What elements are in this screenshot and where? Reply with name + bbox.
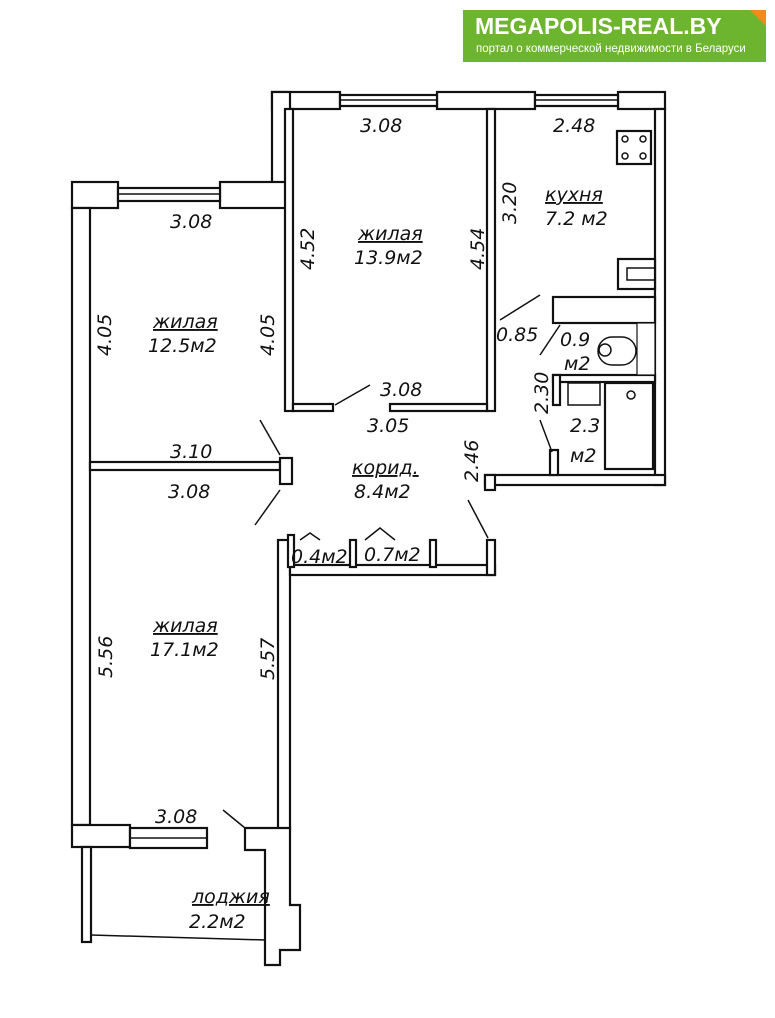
dim: 3.08 <box>380 379 422 401</box>
dim: 4.05 <box>257 314 279 356</box>
room2-name: жилая <box>357 223 423 245</box>
dim: 3.10 <box>170 441 212 463</box>
site-logo[interactable]: MEGAPOLIS-REAL.BY портал о коммерческой … <box>463 10 766 62</box>
room3-area: 17.1м2 <box>150 639 219 661</box>
dim: 2.48 <box>553 115 595 137</box>
corridor-area: 8.4м2 <box>354 481 411 503</box>
dim: 4.54 <box>467 228 489 270</box>
closet2-area: 0.7м2 <box>364 544 421 566</box>
kitchen-name: кухня <box>545 184 603 206</box>
dim: 0.85 <box>496 324 538 346</box>
dim: 3.08 <box>155 806 197 828</box>
bath-area: 2.3 <box>570 415 600 437</box>
closet1-area: 0.4м2 <box>291 546 348 568</box>
fixtures <box>222 129 657 829</box>
wc-unit: м2 <box>564 353 590 375</box>
loggia-name: лоджия <box>191 886 270 908</box>
wc-area: 0.9 <box>560 329 590 351</box>
door-swings <box>222 294 561 829</box>
washbasin-icon <box>567 382 601 406</box>
dim: 5.57 <box>257 638 279 680</box>
window <box>533 93 620 108</box>
dim: 2.30 <box>531 372 553 414</box>
bathtub-icon <box>603 381 655 471</box>
window <box>128 826 209 850</box>
dim: 3.20 <box>499 182 521 224</box>
dim: 2.46 <box>461 440 483 482</box>
dim: 5.56 <box>95 636 117 678</box>
kitchen-area: 7.2 м2 <box>545 208 608 230</box>
walls <box>70 90 667 967</box>
bath-unit: м2 <box>570 445 596 467</box>
dim: 4.05 <box>94 314 116 356</box>
logo-title: MEGAPOLIS-REAL.BY <box>475 13 722 39</box>
dimension-labels: 3.08 2.48 3.08 4.52 4.54 3.20 4.05 4.05 … <box>94 115 595 828</box>
loggia-area: 2.2м2 <box>189 911 246 933</box>
corridor-name: корид. <box>352 457 419 479</box>
dim: 3.05 <box>367 415 409 437</box>
toilet-icon <box>597 336 637 366</box>
room-labels: жилая 12.5м2 жилая 13.9м2 кухня 7.2 м2 0… <box>148 184 608 933</box>
dim: 3.08 <box>168 481 210 503</box>
window <box>116 186 222 203</box>
room1-name: жилая <box>152 311 218 333</box>
room3-name: жилая <box>152 615 218 637</box>
stove-icon <box>615 129 653 166</box>
logo-corner <box>750 10 766 26</box>
dim: 4.52 <box>297 228 319 270</box>
room1-area: 12.5м2 <box>148 335 217 357</box>
room2-area: 13.9м2 <box>354 247 423 269</box>
window <box>338 93 439 108</box>
sink-icon <box>616 257 657 291</box>
logo-subtitle: портал о коммерческой недвижимости в Бел… <box>476 43 746 55</box>
dim: 3.08 <box>170 211 212 233</box>
dim: 3.08 <box>360 115 402 137</box>
